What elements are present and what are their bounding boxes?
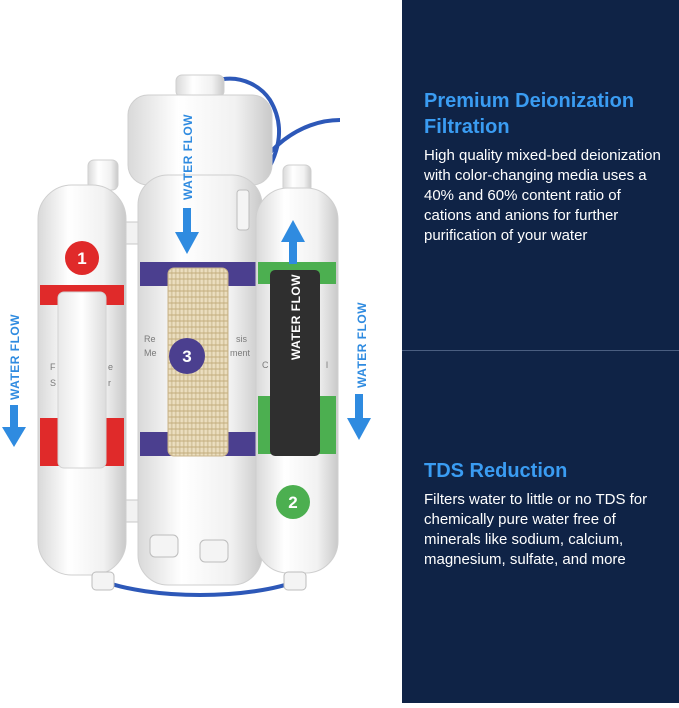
- svg-text:WATER FLOW: WATER FLOW: [8, 314, 22, 400]
- feature-heading-deionization: Premium Deionization Filtration: [424, 90, 635, 138]
- stage-1-label-fragment: e: [108, 362, 113, 372]
- stage-1-label-fragment: S: [50, 378, 56, 388]
- stage-2-label-fragment: l: [326, 360, 328, 370]
- ro-filter-system-illustration: 1 F e S r 3 Re sis Me ment 2 C l W: [2, 74, 371, 597]
- feature-heading-tds: TDS Reduction: [424, 460, 568, 482]
- stage-1-canister: 1 F e S r: [37, 159, 127, 576]
- water-flow-arrow-right: WATER FLOW: [347, 302, 371, 440]
- svg-text:WATER FLOW: WATER FLOW: [355, 302, 369, 388]
- water-flow-arrow-left: WATER FLOW: [2, 314, 26, 447]
- stage-3-number: 3: [182, 347, 191, 366]
- feature-body-tds: Filters water to little or no TDS for ch…: [424, 491, 648, 568]
- stage-3-label-fragment: sis: [236, 334, 247, 344]
- water-flow-arrow-center: WATER FLOW: [175, 114, 199, 254]
- stage-3-canister: 3 Re sis Me ment: [127, 74, 273, 586]
- stage-2-label-fragment: C: [262, 360, 269, 370]
- stage-3-label-fragment: Re: [144, 334, 156, 344]
- stage-1-number: 1: [77, 249, 86, 268]
- stage-3-label-fragment: ment: [230, 348, 251, 358]
- stage-1-label-fragment: r: [108, 378, 111, 388]
- stage-2-number: 2: [288, 493, 297, 512]
- feature-body-deionization: High quality mixed-bed deionization with…: [424, 147, 661, 244]
- feature-panel: [402, 0, 679, 703]
- stage-3-label-fragment: Me: [144, 348, 157, 358]
- svg-text:WATER FLOW: WATER FLOW: [181, 114, 195, 200]
- svg-text:WATER FLOW: WATER FLOW: [289, 274, 303, 360]
- water-flow-arrow-stage2: WATER FLOW: [281, 220, 305, 360]
- stage-1-label-fragment: F: [50, 362, 56, 372]
- stage-2-canister: 2 C l: [255, 164, 339, 574]
- blue-tube-bottom: [99, 578, 301, 597]
- product-photo-panel: 1 F e S r 3 Re sis Me ment 2 C l W: [2, 74, 371, 597]
- feature-divider: [402, 350, 679, 351]
